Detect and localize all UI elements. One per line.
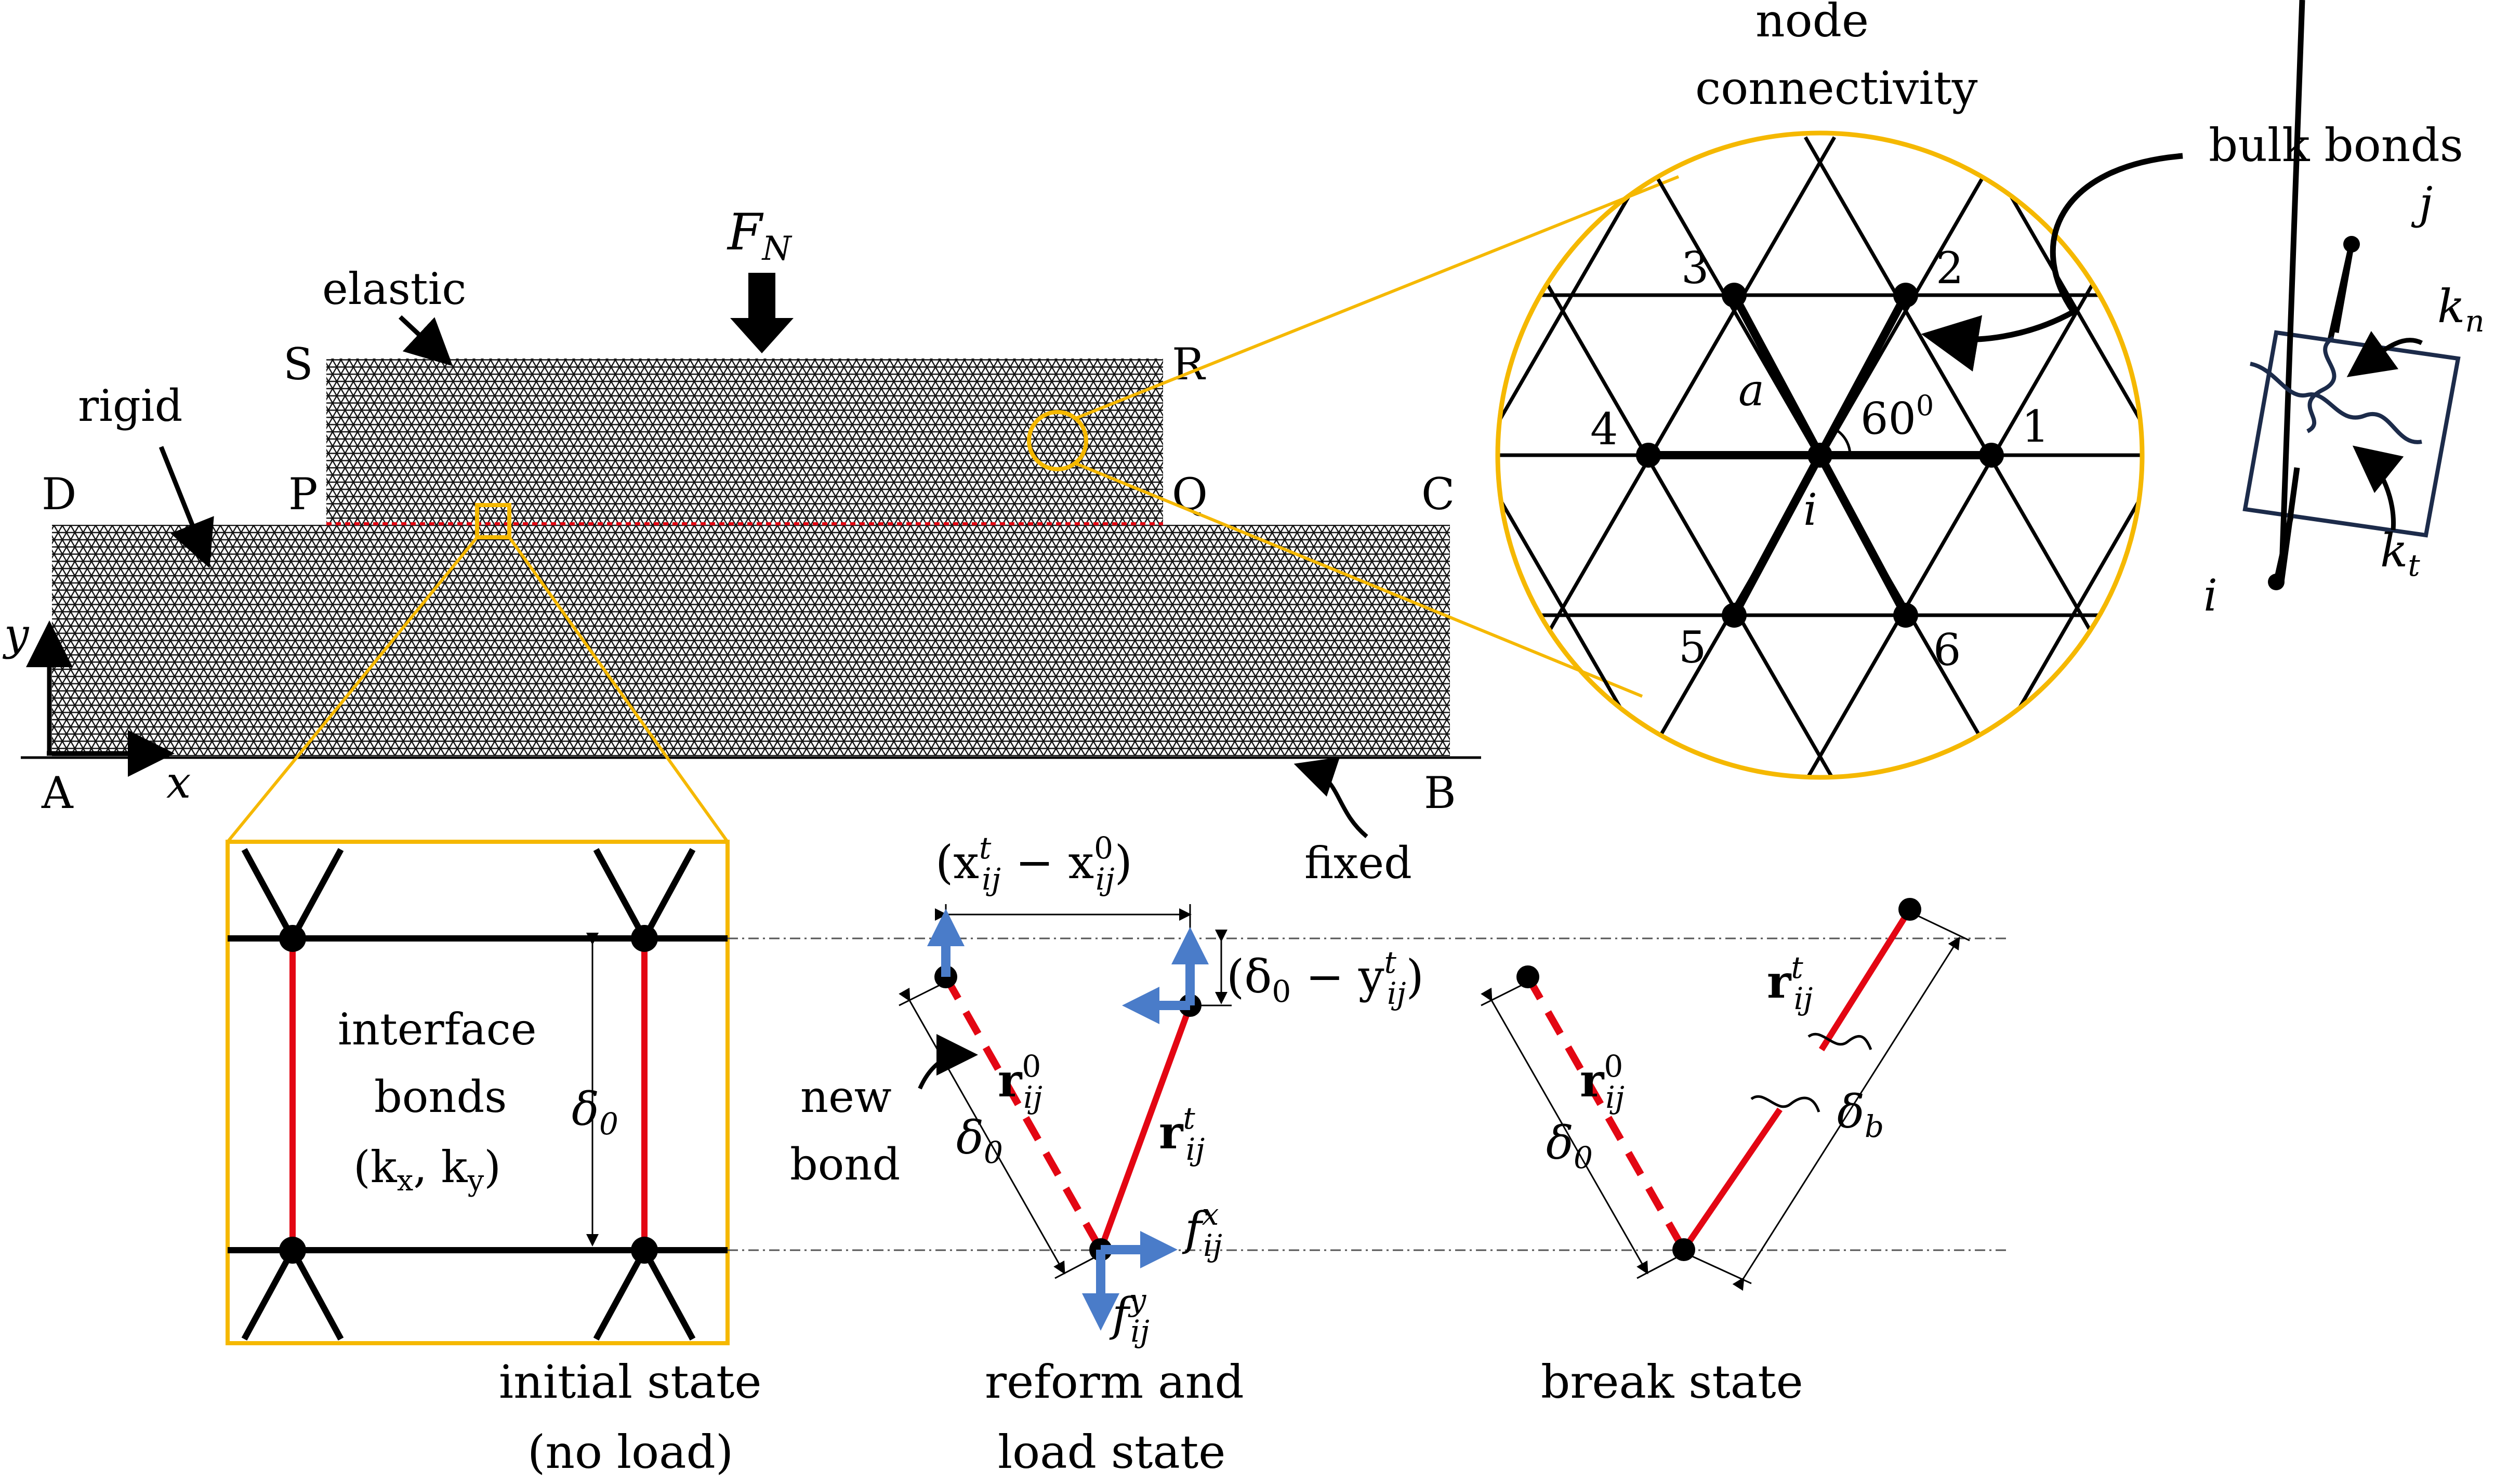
corner-S: S (283, 339, 313, 390)
rigid-lattice (52, 525, 1450, 756)
new-bond-line2: bond (790, 1139, 900, 1190)
spring-element (2242, 0, 2461, 590)
node-number-4: 4 (1590, 404, 1618, 455)
initial-delta-label: δ0 (572, 1082, 618, 1142)
elastic-pointer-arrow (398, 315, 453, 366)
break-deltab-label: δb (1837, 1085, 1884, 1144)
elastic-lattice (326, 359, 1163, 525)
break-caption: break state (1541, 1355, 1803, 1409)
interface-bonds-line2: bonds (374, 1071, 507, 1122)
bulk-bonds-pointer-arrow (1921, 153, 2183, 372)
spring-i-label: i (2203, 570, 2217, 621)
interface-bonds-line3: (kx, ky) (353, 1142, 501, 1198)
break-state (1481, 898, 1970, 1291)
angle-label: 600 (1860, 389, 1934, 444)
spring-j-label: j (2411, 178, 2433, 229)
corner-R: R (1172, 339, 1206, 390)
node-number-1: 1 (2022, 401, 2049, 452)
corner-A: A (41, 767, 74, 818)
spring-kn-label: kn (2437, 280, 2485, 339)
reform-state (899, 904, 1232, 1331)
break-delta0-label: δ0 (1546, 1116, 1593, 1175)
connectivity-circle-border (1495, 130, 2145, 780)
axis-y-label: y (2, 609, 30, 660)
rigid-pointer-arrow (159, 446, 214, 568)
fixed-pointer-arrow (1293, 757, 1368, 839)
connectivity-title-line2: connectivity (1695, 61, 1978, 115)
spacing-label: a (1738, 365, 1764, 416)
node-number-2: 2 (1936, 243, 1963, 294)
corner-B: B (1424, 767, 1456, 818)
corner-C: C (1421, 469, 1455, 520)
axis-x-label: x (166, 757, 191, 808)
spring-kt-label: kt (2380, 524, 2420, 583)
bulk-bonds-label: bulk bonds (2209, 118, 2463, 172)
rigid-label: rigid (78, 380, 182, 431)
new-bond-line1: new (800, 1071, 892, 1122)
initial-caption-line1: initial state (499, 1355, 761, 1409)
reform-delta-label: δ0 (956, 1111, 1003, 1170)
reform-caption-line1: reform and (985, 1355, 1244, 1409)
interface-bonds-line1: interface (338, 1004, 537, 1055)
center-node-label: i (1803, 484, 1817, 535)
corner-D: D (42, 469, 76, 520)
interface-zoom (226, 503, 730, 1345)
reform-caption-line2: load state (998, 1425, 1225, 1479)
node-number-6: 6 (1933, 625, 1961, 675)
force-arrow (730, 273, 794, 353)
coordinate-axes (26, 620, 175, 777)
connectivity-circle (1498, 136, 2142, 777)
elastic-label: elastic (322, 263, 466, 314)
connectivity-title-line1: node (1755, 0, 1869, 47)
initial-caption-line2: (no load) (527, 1425, 733, 1479)
corner-P: P (288, 469, 318, 520)
force-label: FN (727, 203, 793, 268)
connectivity-zoom-lines (1027, 175, 1680, 698)
node-number-3: 3 (1681, 243, 1709, 294)
node-number-5: 5 (1679, 622, 1706, 673)
fixed-label: fixed (1304, 838, 1412, 889)
